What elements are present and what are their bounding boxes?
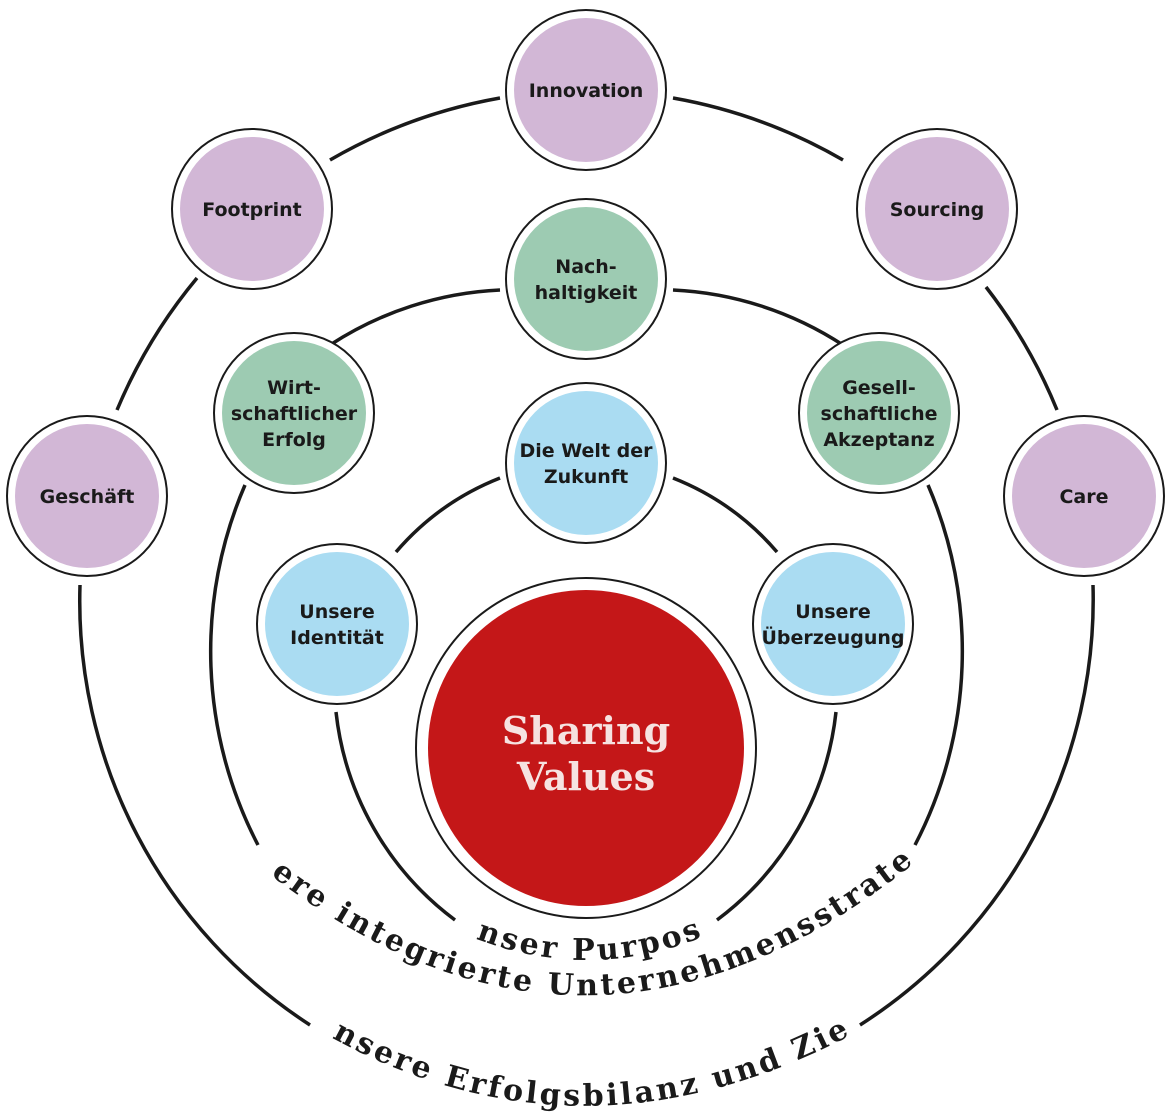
node-care-label-line: Care — [1059, 486, 1108, 508]
inner-ring-arc — [672, 476, 779, 554]
middle-ring-arc — [208, 484, 260, 846]
node-unsere-identitaet-label-line: Identität — [290, 627, 384, 649]
node-geschaeft-label-line: Geschäft — [40, 486, 135, 508]
node-footprint-fill — [180, 137, 324, 281]
node-nachhaltigkeit-label-line: haltigkeit — [535, 282, 638, 304]
node-gesellschaftliche-akzeptanz-label-line: schaftliche — [821, 403, 938, 425]
node-footprint-label-line: Footprint — [202, 199, 302, 221]
node-innovation-label-line: Innovation — [529, 80, 644, 102]
ring-lines — [77, 96, 1095, 1027]
node-wirtschaftlicher-erfolg-label-line: Erfolg — [262, 429, 326, 451]
node-gesellschaftliche-akzeptanz-label-line: Akzeptanz — [823, 429, 934, 451]
node-innovation: Innovation — [505, 9, 667, 171]
node-nachhaltigkeit-fill — [514, 207, 658, 351]
outer-ring-arc — [77, 584, 311, 1027]
node-nachhaltigkeit-label-line: Nach- — [555, 256, 616, 278]
middle-ring-arc — [913, 484, 965, 846]
inner-ring-arc — [334, 711, 457, 922]
node-wirtschaftlicher-erfolg-label-line: Wirt- — [267, 377, 321, 399]
center-fill — [428, 590, 744, 906]
node-footprint: Footprint — [171, 128, 333, 290]
outer-ring-arc — [672, 96, 844, 162]
node-care: Care — [1003, 415, 1165, 577]
node-care-fill — [1012, 424, 1156, 568]
inner-ring-arc — [715, 711, 838, 922]
node-welt-der-zukunft-fill — [514, 391, 658, 535]
node-unsere-ueberzeugung-fill — [761, 552, 905, 696]
node-sourcing: Sourcing — [856, 128, 1018, 290]
node-unsere-identitaet-label-line: Unsere — [299, 601, 374, 623]
node-unsere-ueberzeugung-label-line: Überzeugung — [761, 625, 904, 649]
node-welt-der-zukunft-label-line: Die Welt der — [519, 440, 653, 462]
center-node: Sharing Values — [415, 577, 757, 919]
node-gesellschaftliche-akzeptanz-fill — [807, 341, 951, 485]
center-title-line2: Values — [516, 754, 655, 799]
outer-ring-arc — [984, 285, 1059, 411]
inner-ring-arc — [394, 476, 501, 554]
node-unsere-ueberzeugung-label-line: Unsere — [795, 601, 870, 623]
node-nachhaltigkeit: Nach-haltigkeit — [505, 198, 667, 360]
node-wirtschaftlicher-erfolg-fill — [222, 341, 366, 485]
middle-ring-arc — [329, 288, 501, 347]
outer-ring-arc — [859, 584, 1095, 1027]
outer-ring-arc — [329, 96, 501, 162]
node-unsere-identitaet-fill — [265, 552, 409, 696]
center-title-line1: Sharing — [502, 708, 670, 753]
middle-ring-arc — [672, 288, 844, 347]
outer-ring-arc — [115, 276, 199, 411]
node-gesellschaftliche-akzeptanz-label-line: Gesell- — [842, 377, 916, 399]
node-geschaeft-fill — [15, 424, 159, 568]
node-sourcing-fill — [865, 137, 1009, 281]
node-geschaeft: Geschäft — [6, 415, 168, 577]
node-sourcing-label-line: Sourcing — [890, 199, 985, 221]
node-welt-der-zukunft-label-line: Zukunft — [544, 466, 628, 488]
node-innovation-fill — [514, 18, 658, 162]
node-wirtschaftlicher-erfolg-label-line: schaftlicher — [231, 403, 358, 425]
